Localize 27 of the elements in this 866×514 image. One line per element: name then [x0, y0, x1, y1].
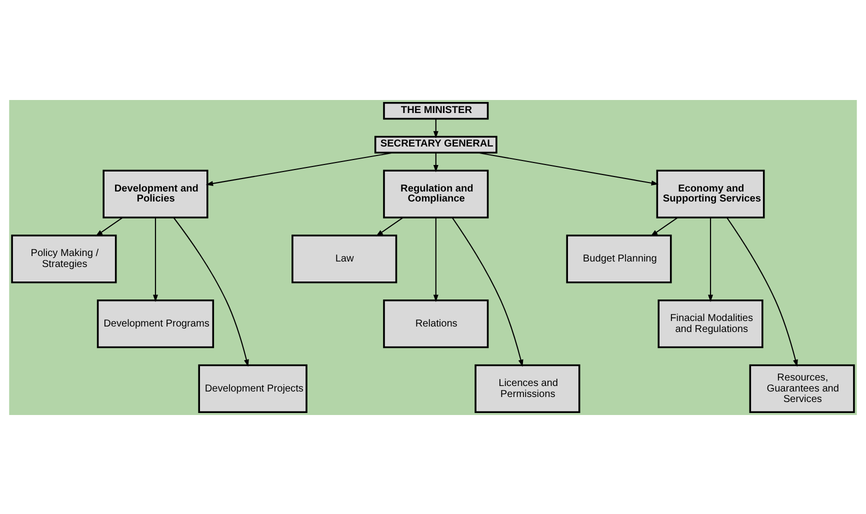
node-box: Development Projects — [198, 364, 308, 413]
arrow — [477, 152, 659, 186]
arrow — [433, 118, 438, 138]
arrow — [708, 217, 714, 302]
arrow — [650, 216, 678, 236]
node-box: Law — [292, 234, 398, 283]
node-box: Budget Planning — [566, 234, 672, 283]
node-box: Resources, Guarantees and Services — [749, 364, 855, 413]
node-box: Economy and Supporting Services — [656, 169, 765, 218]
arrow — [206, 152, 394, 186]
node-box: SECRETARY GENERAL — [374, 135, 498, 154]
node-box: Regulation and Compliance — [383, 169, 489, 218]
arrow — [452, 216, 524, 366]
arrow — [173, 216, 249, 366]
arrow — [95, 216, 123, 236]
node-box: Development and Policies — [102, 169, 208, 218]
node-box: Licences and Permissions — [474, 364, 580, 413]
arrow — [376, 216, 404, 236]
node-box: Policy Making / Strategies — [11, 234, 117, 283]
node-box: Finacial Modalities and Regulations — [658, 299, 764, 348]
node-box: Relations — [383, 299, 489, 348]
arrow — [433, 217, 438, 302]
node-box: Development Programs — [96, 299, 214, 348]
arrow — [152, 217, 158, 302]
arrow — [433, 152, 438, 172]
node-box: THE MINISTER — [383, 101, 489, 120]
arrow — [726, 216, 798, 366]
